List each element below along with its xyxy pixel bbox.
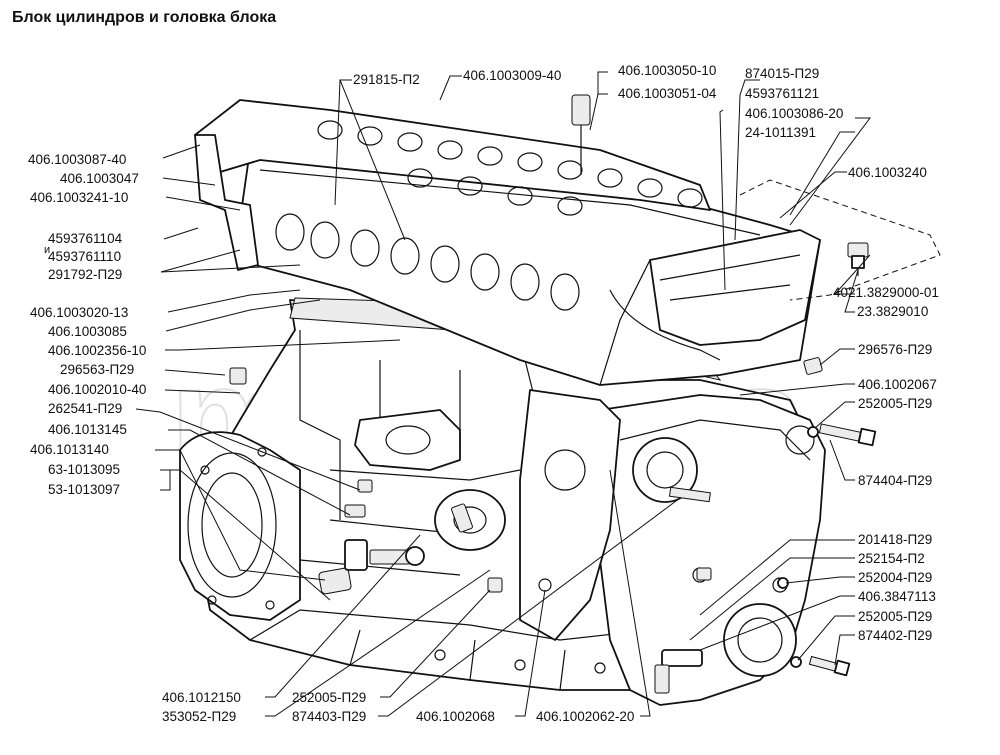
plug-296563 xyxy=(229,367,247,385)
label-406-1003087-40: 406.1003087-40 xyxy=(28,152,126,167)
label-4593761121: 4593761121 xyxy=(745,86,819,101)
label-63-1013095: 63-1013095 xyxy=(48,462,120,477)
label-406-1012150: 406.1012150 xyxy=(162,690,241,705)
pump-hub xyxy=(632,437,698,503)
label-4021-3829000-01: 4021.3829000-01 xyxy=(833,285,939,300)
label-406-1003240: 406.1003240 xyxy=(848,165,927,180)
crank-seal-housing xyxy=(723,603,797,677)
oil-sender-assembly xyxy=(318,504,425,595)
label-252004-p29: 252004-П29 xyxy=(858,570,932,585)
label-406-1003241-10: 406.1003241-10 xyxy=(30,190,128,205)
label-296563-p29: 296563-П29 xyxy=(60,362,134,377)
label-252005-p29-c: 252005-П29 xyxy=(292,690,366,705)
part-labels: 291815-П2 406.1003009-40 406.1003050-10 … xyxy=(28,63,939,724)
label-874015-p29: 874015-П29 xyxy=(745,66,819,81)
label-406-1003047: 406.1003047 xyxy=(60,171,139,186)
label-24-1011391: 24-1011391 xyxy=(745,125,816,140)
ports xyxy=(275,213,580,311)
label-353052-p29: 353052-П29 xyxy=(162,709,236,724)
label-252005-p29-b: 252005-П29 xyxy=(858,609,932,624)
label-406-1013145: 406.1013145 xyxy=(48,422,127,437)
label-406-1002356-10: 406.1002356-10 xyxy=(48,343,146,358)
flywheel-flange xyxy=(179,431,301,621)
flange-bore xyxy=(201,472,263,578)
flange-ring xyxy=(187,452,277,598)
camshaft-housing xyxy=(194,99,711,211)
label-406-1003050-10: 406.1003050-10 xyxy=(618,63,716,78)
label-406-1003009-40: 406.1003009-40 xyxy=(463,68,561,83)
label-23-3829010: 23.3829010 xyxy=(857,304,928,319)
label-406-1003085: 406.1003085 xyxy=(48,324,127,339)
label-and: и xyxy=(44,244,50,256)
label-252005-p29-a: 252005-П29 xyxy=(858,396,932,411)
front-plate xyxy=(519,389,621,641)
label-874402-p29: 874402-П29 xyxy=(858,628,932,643)
thermostat-housing xyxy=(354,409,461,471)
crank-sensor xyxy=(654,649,703,694)
label-406-1002062-20: 406.1002062-20 xyxy=(536,709,634,724)
leader-lines xyxy=(135,71,941,717)
label-406-1013140: 406.1013140 xyxy=(30,442,109,457)
label-406-1003020-13: 406.1003020-13 xyxy=(30,305,128,320)
label-406-1003086-20: 406.1003086-20 xyxy=(745,106,843,121)
plug-296576 xyxy=(803,357,823,375)
rear-cover xyxy=(194,134,259,271)
label-291792-p29: 291792-П29 xyxy=(48,267,122,282)
label-296576-p29: 296576-П29 xyxy=(858,342,932,357)
engine-illustration xyxy=(179,94,877,706)
bolt-874404 xyxy=(818,423,877,447)
label-252154-p2: 252154-П2 xyxy=(858,551,925,566)
label-201418-p29: 201418-П29 xyxy=(858,532,932,547)
label-874404-p29: 874404-П29 xyxy=(858,473,932,488)
label-4593761104: 4593761104 xyxy=(48,231,123,246)
label-406-1002067: 406.1002067 xyxy=(858,377,937,392)
head-bolt xyxy=(571,94,591,126)
cam-lobes xyxy=(317,120,703,216)
label-406-1002010-40: 406.1002010-40 xyxy=(48,382,146,397)
label-53-1013097: 53-1013097 xyxy=(48,482,120,497)
diagram-title: Блок цилиндров и головка блока xyxy=(12,9,276,26)
label-291815-p2: 291815-П2 xyxy=(353,72,420,87)
label-262541-p29: 262541-П29 xyxy=(48,401,122,416)
bolt-874402 xyxy=(808,655,851,677)
label-874403-p29: 874403-П29 xyxy=(292,709,366,724)
label-406-3847113: 406.3847113 xyxy=(858,589,936,604)
label-4593761110: 4593761110 xyxy=(48,249,121,264)
label-406-1003051-04: 406.1003051-04 xyxy=(618,86,717,101)
label-406-1002068: 406.1002068 xyxy=(416,709,495,724)
